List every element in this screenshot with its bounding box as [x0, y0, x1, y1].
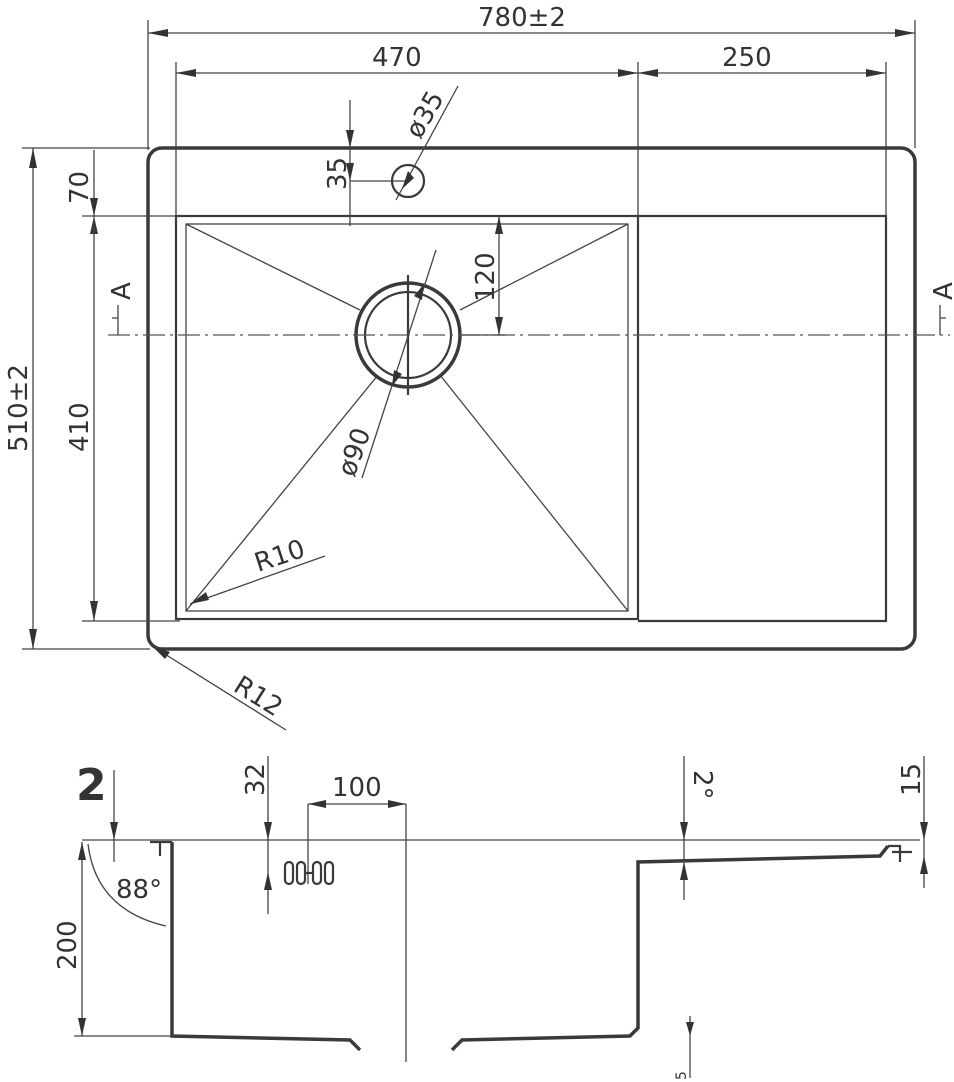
overall-width-label: 780±2 [478, 3, 566, 33]
section-marker-right [939, 305, 946, 335]
sink-outline [146, 146, 917, 651]
bowl-width-label: 470 [372, 43, 422, 73]
section-drainer-edge [888, 844, 912, 862]
section-label-right: A [929, 282, 954, 300]
bowl-height-label: 200 [53, 920, 83, 970]
section-label-left: A [107, 282, 137, 300]
drain-offset-label: 120 [471, 252, 501, 302]
dim-line-outer-radius [151, 645, 287, 731]
bowl-diagonal-tl [185, 223, 361, 311]
drainer-width-label: 250 [722, 43, 772, 73]
dim-line-drain-diameter [361, 249, 437, 479]
drainer-edge-label: 15 [897, 763, 927, 796]
bottom-thickness-label: 5 [674, 1071, 690, 1080]
section-number: 2 [76, 760, 107, 811]
tap-hole-offset-label: 35 [323, 157, 353, 190]
drainer-outline [638, 214, 888, 623]
section-bowl-right [450, 844, 890, 1052]
outer-radius-label: R12 [228, 670, 287, 723]
bowl-depth-label: 410 [65, 402, 95, 452]
bowl-diagonal-tr [459, 223, 629, 311]
bowl-diagonal-br [439, 374, 629, 612]
overall-depth-label: 510±2 [4, 364, 34, 452]
bowl-diagonal-bl [185, 374, 379, 612]
dim-line-inner-radius [189, 555, 326, 605]
drain-diameter-label: ø90 [332, 424, 377, 480]
inner-radius-label: R10 [251, 534, 309, 578]
drainer-slope-label: 2° [687, 770, 717, 800]
section-bowl-left [170, 842, 362, 1052]
section-marker-left [112, 305, 119, 335]
wall-angle-label: 88° [116, 875, 162, 905]
bowl-inner-outline [185, 223, 629, 612]
overflow-slots [283, 860, 335, 886]
overflow-offset-label: 100 [332, 773, 382, 803]
bowl-outline [174, 214, 640, 621]
section-view: 2 88° 200 32 100 [53, 756, 928, 1080]
tap-offset-label: 70 [65, 171, 95, 204]
flange-offset-label: 32 [241, 763, 271, 796]
top-view: A A 780±2 470 250 510±2 70 [4, 3, 954, 731]
section-flange-left [150, 840, 172, 856]
angle-arc [87, 843, 167, 927]
